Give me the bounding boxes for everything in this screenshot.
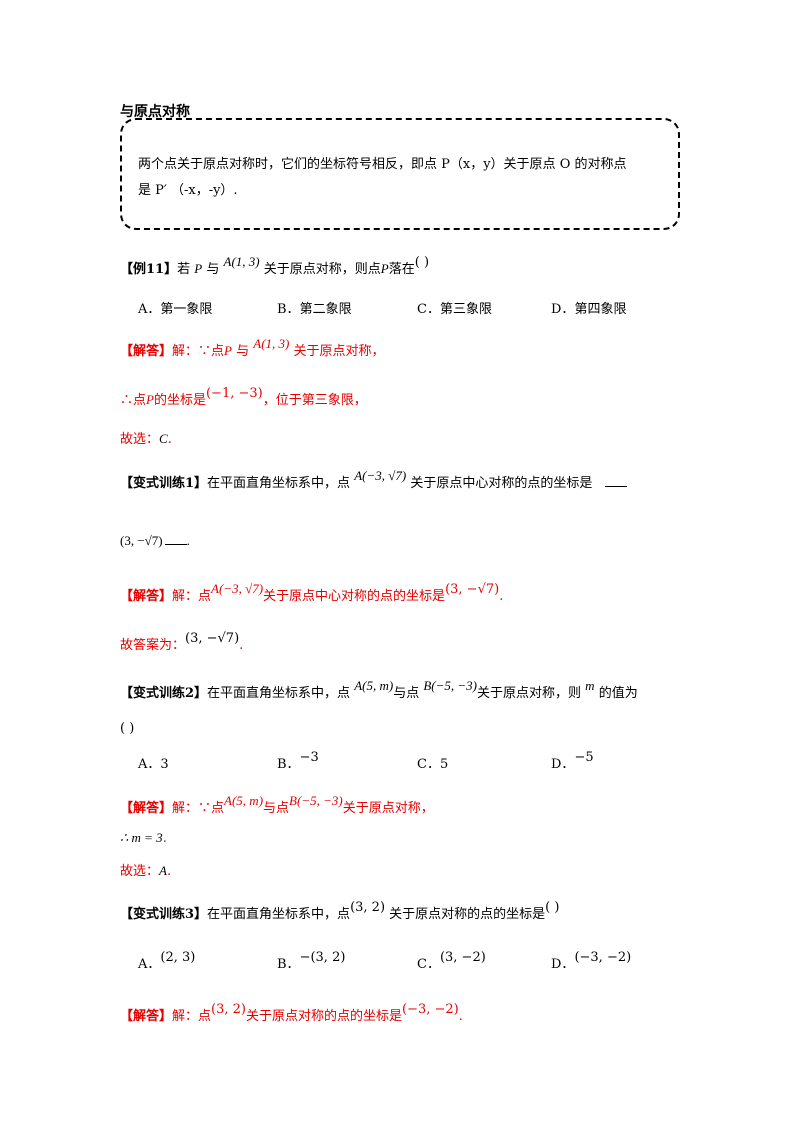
question-text: 与 (206, 262, 220, 277)
example-11-answer-line-1: 【解答】解：∵点P 与 A(1, 3) 关于原点对称， (120, 336, 385, 359)
option-d: D．(−3, −2) (551, 950, 632, 972)
variant-2-answer: 【解答】解：∵点A(5, m)与点B(−5, −3)关于原点对称， (120, 793, 434, 816)
question-text: 关于原点对称，则点 (263, 262, 381, 277)
variant-3-question: 【变式训练3】在平面直角坐标系中，点(3, 2) 关于原点对称的点的坐标是( ) (120, 900, 560, 922)
option-b: B．−(3, 2) (277, 950, 346, 972)
variant-2-question: 【变式训练2】在平面直角坐标系中，点 A(5, m)与点 B(−5, −3)关于… (120, 678, 638, 701)
variant-1-question: 【变式训练1】在平面直角坐标系中，点 A(−3, √7) 关于原点中心对称的点的… (120, 468, 627, 491)
definition-line-2: 是 P′ （-x，-y）. (138, 183, 238, 198)
option-a: A．第一象限 (138, 302, 213, 317)
option-a: A．(2, 3) (138, 950, 196, 972)
option-c: C．5 (417, 757, 449, 772)
variant-2-paren: ( ) (120, 721, 135, 736)
example-tag: 【例11】 (120, 262, 178, 277)
section-title: 与原点对称 (120, 104, 190, 120)
option-b: B．第二象限 (277, 302, 352, 317)
option-d: D．第四象限 (551, 302, 627, 317)
option-d: D．−5 (551, 750, 594, 772)
definition-line-1: 两个点关于原点对称时，它们的坐标符号相反，即点 P（x，y）关于原点 O 的对称… (138, 157, 627, 172)
answer-tag: 【解答】 (120, 344, 173, 359)
variant-1-final: 故答案为：(3, −√7). (120, 631, 244, 653)
question-text: 若 (177, 262, 191, 277)
variant-2-result: ∴ m = 3. (120, 830, 167, 846)
point-p: P (380, 261, 389, 276)
question-text: 落在 (388, 262, 415, 277)
example-11-question: 【例11】若 P 与 A(1, 3) 关于原点对称，则点P落在( ) (120, 254, 430, 277)
variant-1-blank-answer: (3, −√7). (120, 530, 190, 549)
option-a: A．3 (138, 757, 169, 772)
variant-1-answer: 【解答】解：点A(−3, √7)关于原点中心对称的点的坐标是(3, −√7). (120, 581, 504, 604)
variant-tag: 【变式训练1】 (120, 476, 208, 491)
option-b: B．−3 (277, 750, 319, 772)
variant-3-answer: 【解答】解：点(3, 2)关于原点对称的点的坐标是(−3, −2). (120, 1002, 463, 1024)
point-a: A(1, 3) (223, 254, 260, 269)
definition-box (120, 118, 680, 230)
option-c: C．第三象限 (417, 302, 492, 317)
example-11-answer-line-2: ∴点P的坐标是(−1, −3)，位于第三象限， (120, 386, 367, 408)
answer-paren: ( ) (414, 255, 430, 270)
option-c: C．(3, −2) (417, 950, 486, 972)
point-p: P (194, 261, 203, 276)
variant-2-choose: 故选：A. (120, 863, 172, 879)
example-11-choose: 故选：C. (120, 431, 172, 447)
